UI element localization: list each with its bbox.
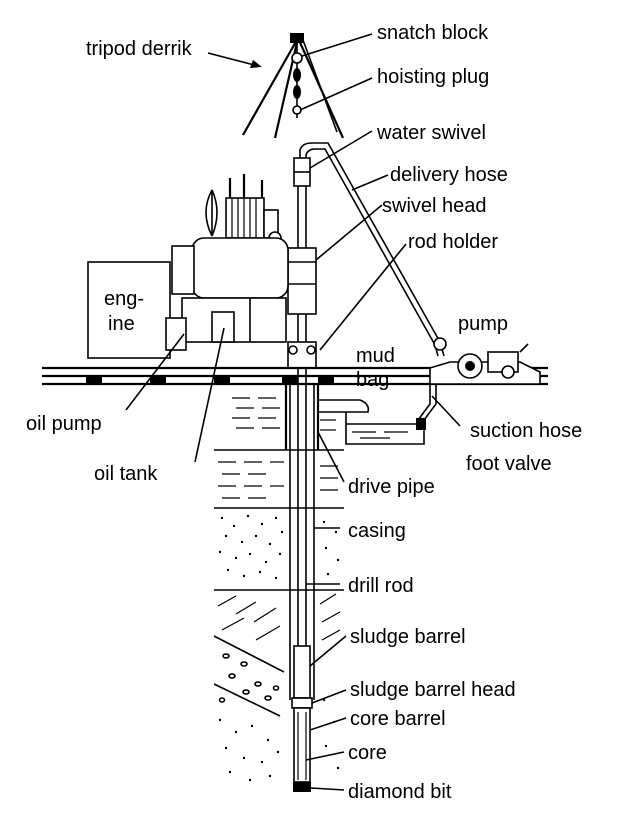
gearbox (171, 237, 289, 343)
suction-hose (417, 384, 437, 421)
swivel-head (287, 247, 317, 342)
engine-label-line1: eng- (104, 288, 144, 310)
label-diamond-bit: diamond bit (348, 781, 452, 803)
diamond-bit (293, 782, 311, 792)
sludge-barrel-head (291, 697, 313, 709)
engine-label-line2: ine (108, 313, 135, 335)
drill-rod (297, 368, 307, 646)
delivery-hose (299, 142, 445, 357)
casing (289, 384, 315, 700)
engine: eng- ine (87, 261, 187, 359)
foot-valve (416, 418, 426, 430)
label-drive-pipe: drive pipe (348, 476, 435, 498)
label-mud-bag-line2: bag (356, 369, 389, 391)
label-sludge-barrel-head: sludge barrel head (350, 679, 516, 701)
label-pump: pump (458, 313, 508, 335)
hoisting-plug (292, 63, 302, 118)
leader-lines (125, 33, 461, 791)
label-delivery-hose: delivery hose (390, 164, 508, 186)
core-barrel (293, 707, 311, 783)
label-rod-holder: rod holder (408, 231, 498, 253)
hoist-drum (205, 174, 282, 245)
label-drill-rod: drill rod (348, 575, 414, 597)
label-oil-tank: oil tank (94, 463, 158, 485)
sludge-barrel (293, 645, 311, 699)
ground-strata (213, 397, 344, 782)
label-snatch-block: snatch block (377, 22, 489, 44)
tripod-derrick (242, 37, 345, 139)
label-tripod-derrik: tripod derrik (86, 38, 193, 60)
label-sludge-barrel: sludge barrel (350, 626, 466, 648)
label-foot-valve: foot valve (466, 453, 552, 475)
label-casing: casing (348, 520, 406, 542)
label-core-barrel: core barrel (350, 708, 446, 730)
water-swivel (293, 157, 311, 187)
mud-bag (318, 399, 425, 445)
label-swivel-head: swivel head (382, 195, 487, 217)
label-suction-hose: suction hose (470, 420, 582, 442)
kelly-rod (297, 186, 307, 248)
drive-pipe (284, 384, 320, 450)
label-oil-pump: oil pump (26, 413, 102, 435)
label-hoisting-plug: hoisting plug (377, 66, 489, 88)
label-core: core (348, 742, 387, 764)
label-mud-bag-line1: mud (356, 345, 395, 367)
label-water-swivel: water swivel (376, 122, 486, 144)
mud-pump (429, 337, 541, 385)
rod-holder (287, 341, 317, 369)
